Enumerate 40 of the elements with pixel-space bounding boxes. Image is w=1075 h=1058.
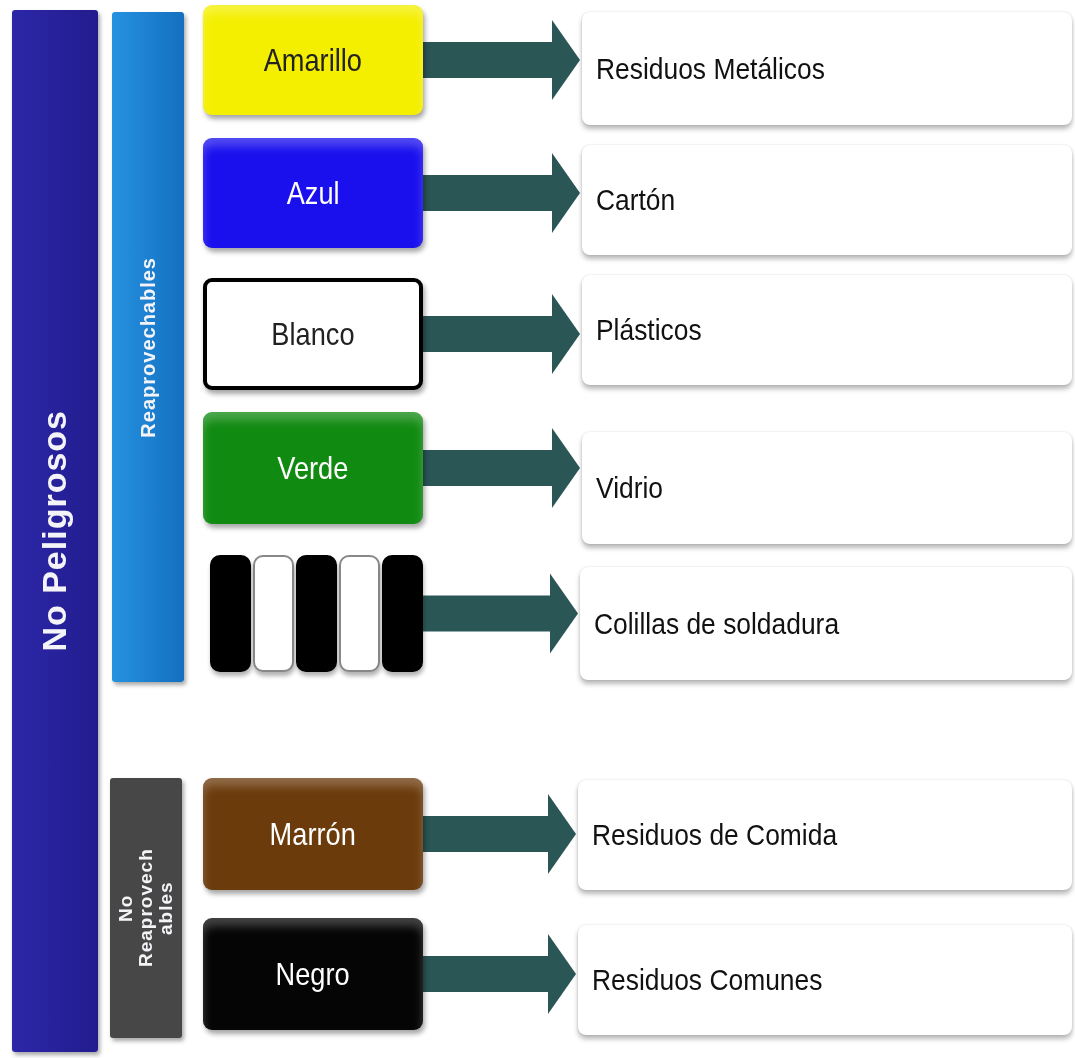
category-label: No Reaprovech ables [116,847,176,970]
color-bin-box [203,412,423,524]
block-arrow [423,153,580,233]
color-name: Amarillo [263,41,363,79]
block-arrow [423,20,580,100]
waste-type-label: Residuos Metálicos [596,51,825,86]
color-bin-box [203,5,423,115]
waste-type-card [582,275,1072,385]
waste-type-card [582,432,1072,544]
category-band [12,10,98,1052]
color-bin-box [203,278,423,390]
color-name: Blanco [271,315,355,353]
block-arrow [423,794,576,874]
block-arrow [423,294,580,374]
color-name: Verde [277,449,349,487]
category-label: Reaprovechables [137,256,159,438]
block-arrow [423,573,578,654]
color-name: Azul [286,174,340,212]
waste-type-card [582,145,1072,255]
waste-type-card [580,567,1072,680]
block-arrow [423,934,576,1014]
waste-type-label: Colillas de soldadura [594,606,840,641]
color-name: Marrón [269,815,357,853]
waste-type-card [578,925,1072,1035]
waste-type-label: Plásticos [596,313,702,347]
block-arrow [423,428,580,508]
waste-type-label: Cartón [596,183,676,217]
waste-type-card [582,12,1072,125]
category-band [112,12,184,682]
category-band [110,778,182,1038]
waste-type-card [578,780,1072,890]
category-label: No Peligrosos [37,410,73,652]
color-bin-box [203,918,423,1030]
color-bin-box [203,778,423,890]
waste-type-label: Vidrio [596,471,664,505]
striped-bin-drawing [210,555,423,672]
color-name: Negro [275,955,351,993]
waste-type-label: Residuos de Comida [592,818,838,852]
waste-type-label: Residuos Comunes [592,963,823,997]
color-bin-box [203,138,423,248]
